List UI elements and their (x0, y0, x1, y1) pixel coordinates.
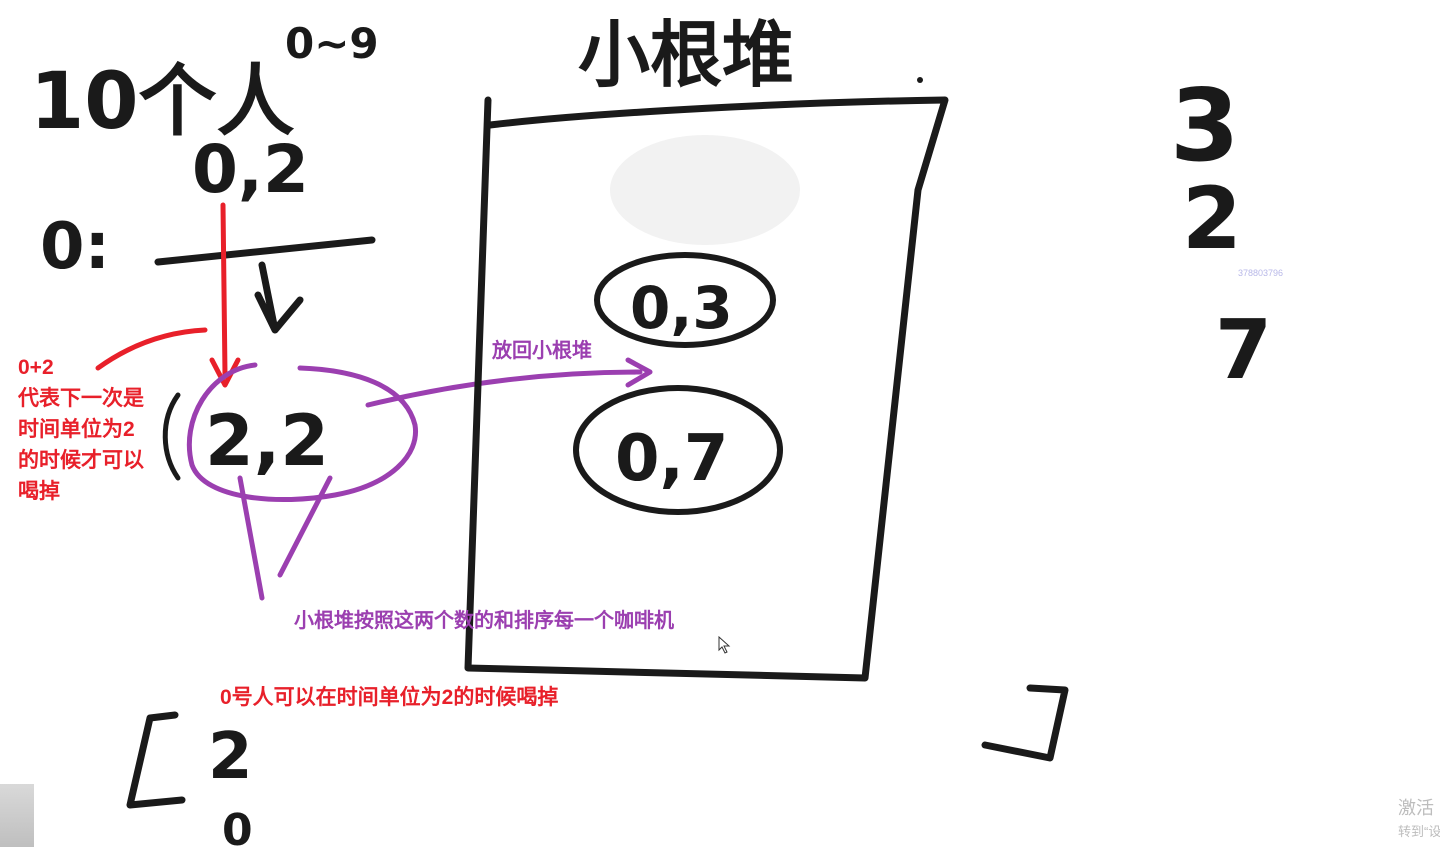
heap-item-text-1: 0,3 (630, 274, 733, 342)
mouse-cursor-icon (718, 636, 731, 654)
drink-time-note: 0号人可以在时间单位为2的时候喝掉 (220, 686, 559, 709)
people-count-text: 10个人 (30, 57, 295, 147)
row-prefix-text: 0: (40, 210, 110, 284)
right-number-3: 3 (1170, 67, 1240, 184)
purple-circle (186, 362, 419, 503)
heap-item-ellipse-1 (594, 252, 776, 348)
left-paren (162, 392, 181, 481)
activate-windows-sub: 转到“设 (1398, 824, 1440, 839)
erased-item (610, 135, 800, 245)
ink-dot (917, 77, 923, 83)
heap-item-ellipse-2 (573, 385, 783, 515)
small-id-text: 378803796 (1238, 268, 1284, 278)
right-number-2: 2 (1182, 169, 1242, 269)
right-bracket (981, 684, 1069, 762)
left-bracket (126, 711, 186, 809)
bracket-value-0: 0 (222, 805, 253, 847)
fraction-line (154, 236, 376, 266)
heap-sort-note: 小根堆按照这两个数的和排序每一个咖啡机 (294, 610, 674, 632)
red-explanation-note: 0+2 代表下一次是 时间单位为2 的时候才可以 喝掉 (18, 356, 144, 503)
purple-leg-left (237, 475, 265, 601)
heap-title: 小根堆 (578, 13, 794, 97)
put-back-arrow (365, 357, 653, 408)
heap-box (464, 96, 949, 682)
heap-item-text-2: 0,7 (615, 422, 728, 496)
red-down-arrow (209, 202, 241, 388)
webcam-thumbnail (0, 784, 34, 847)
put-back-label: 放回小根堆 (492, 340, 592, 362)
activate-windows-title: 激活 (1398, 798, 1434, 818)
red-pointer-stroke (95, 327, 208, 371)
right-number-7: 7 (1215, 303, 1272, 398)
bracket-value-2: 2 (208, 720, 253, 794)
index-range-text: 0~9 (285, 19, 379, 68)
circled-pair-text: 2,2 (205, 400, 329, 482)
purple-leg-right (277, 475, 333, 578)
down-arrow (254, 261, 304, 334)
top-pair-text: 0,2 (192, 131, 309, 208)
